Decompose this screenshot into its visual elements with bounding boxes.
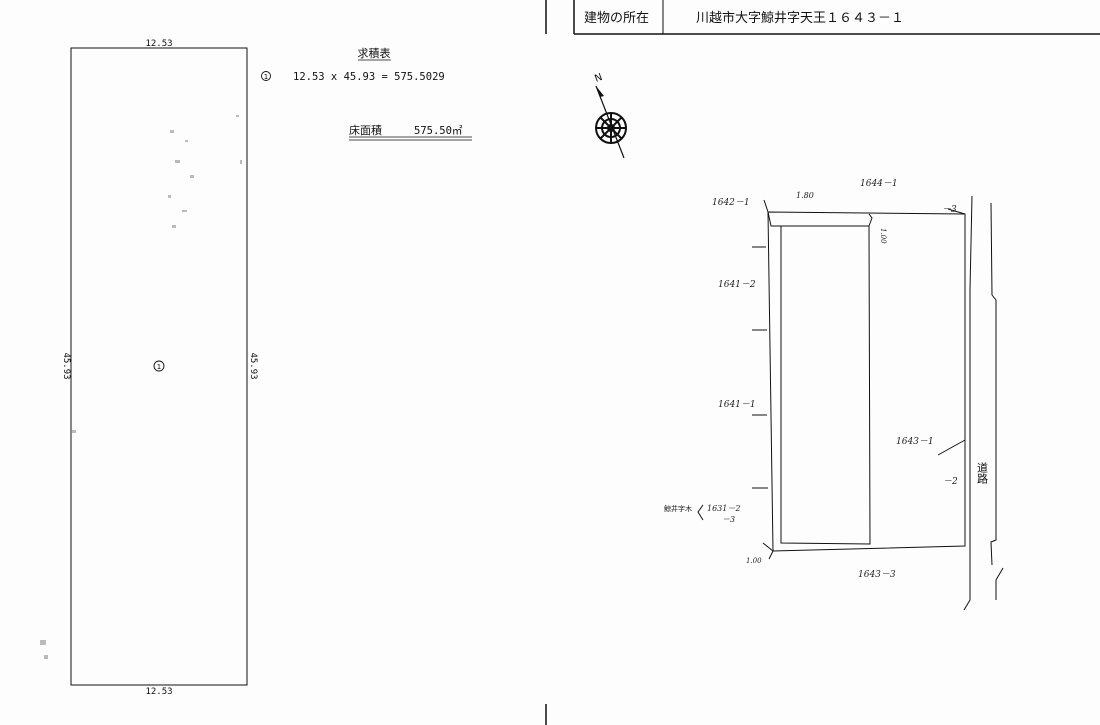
label-right-setback: 1.00 [879, 228, 887, 244]
area-table: 求積表 1 12.53 x 45.93 = 575.5029 床面積 575.5… [261, 46, 472, 141]
header-label: 建物の所在 [584, 11, 649, 26]
area-table-row-marker: 1 [264, 73, 268, 81]
floor-area-value: 575.50㎡ [414, 125, 463, 137]
label-1642-1: 1642－1 [712, 198, 750, 208]
label-road: 道路 [976, 461, 989, 485]
label-1631-2: 1631－2 [707, 504, 740, 513]
label-1641-2: 1641－2 [718, 280, 756, 290]
north-label: N [593, 72, 604, 85]
area-table-title: 求積表 [358, 46, 391, 60]
header-box: 建物の所在 川越市大字鯨井字天王１６４３－１ [573, 0, 1100, 35]
north-arrow: N [593, 72, 627, 159]
label-bottom-prefix: 鯨井字木 [664, 504, 692, 513]
header-location: 川越市大字鯨井字天王１６４３－１ [696, 10, 904, 26]
area-table-row-marker-circle [261, 71, 271, 81]
label-bottom-setback: 1.00 [746, 557, 762, 565]
area-marker-circle [153, 360, 165, 372]
scan-noise [40, 115, 242, 659]
label-1644-1: 1644－1 [860, 179, 898, 189]
floor-plan-dim-top: 12.53 [145, 39, 172, 49]
label-1643-3: 1643－3 [858, 570, 896, 580]
floor-plan-dim-left: 45.93 [61, 352, 71, 379]
label-1631-3: －3 [722, 515, 735, 524]
site-plan [697, 195, 1004, 611]
floor-area-label: 床面積 [349, 123, 382, 137]
road-edge-left [963, 195, 973, 611]
label-top-right-lot: －3 [942, 205, 957, 215]
area-table-formula: 12.53 x 45.93 = 575.5029 [293, 71, 445, 83]
label-1643-2: －2 [943, 477, 958, 487]
floor-plan-outline [70, 47, 248, 686]
floor-plan-dim-bottom: 12.53 [145, 687, 172, 697]
floor-plan-area-marker: 1 [157, 363, 161, 371]
road-edge-right [990, 202, 997, 566]
floor-plan: 12.53 12.53 45.93 45.93 1 [40, 39, 258, 697]
floor-plan-dim-right: 45.93 [248, 352, 258, 379]
lot-boundary [767, 211, 966, 552]
building-footprint [780, 225, 871, 545]
site-plan-labels: 1642－1 1.80 1644－1 －3 1.00 1641－2 1641－1… [664, 179, 989, 580]
label-1643-1: 1643－1 [896, 437, 934, 447]
label-top-setback: 1.80 [796, 191, 814, 200]
label-1641-1: 1641－1 [718, 400, 756, 410]
